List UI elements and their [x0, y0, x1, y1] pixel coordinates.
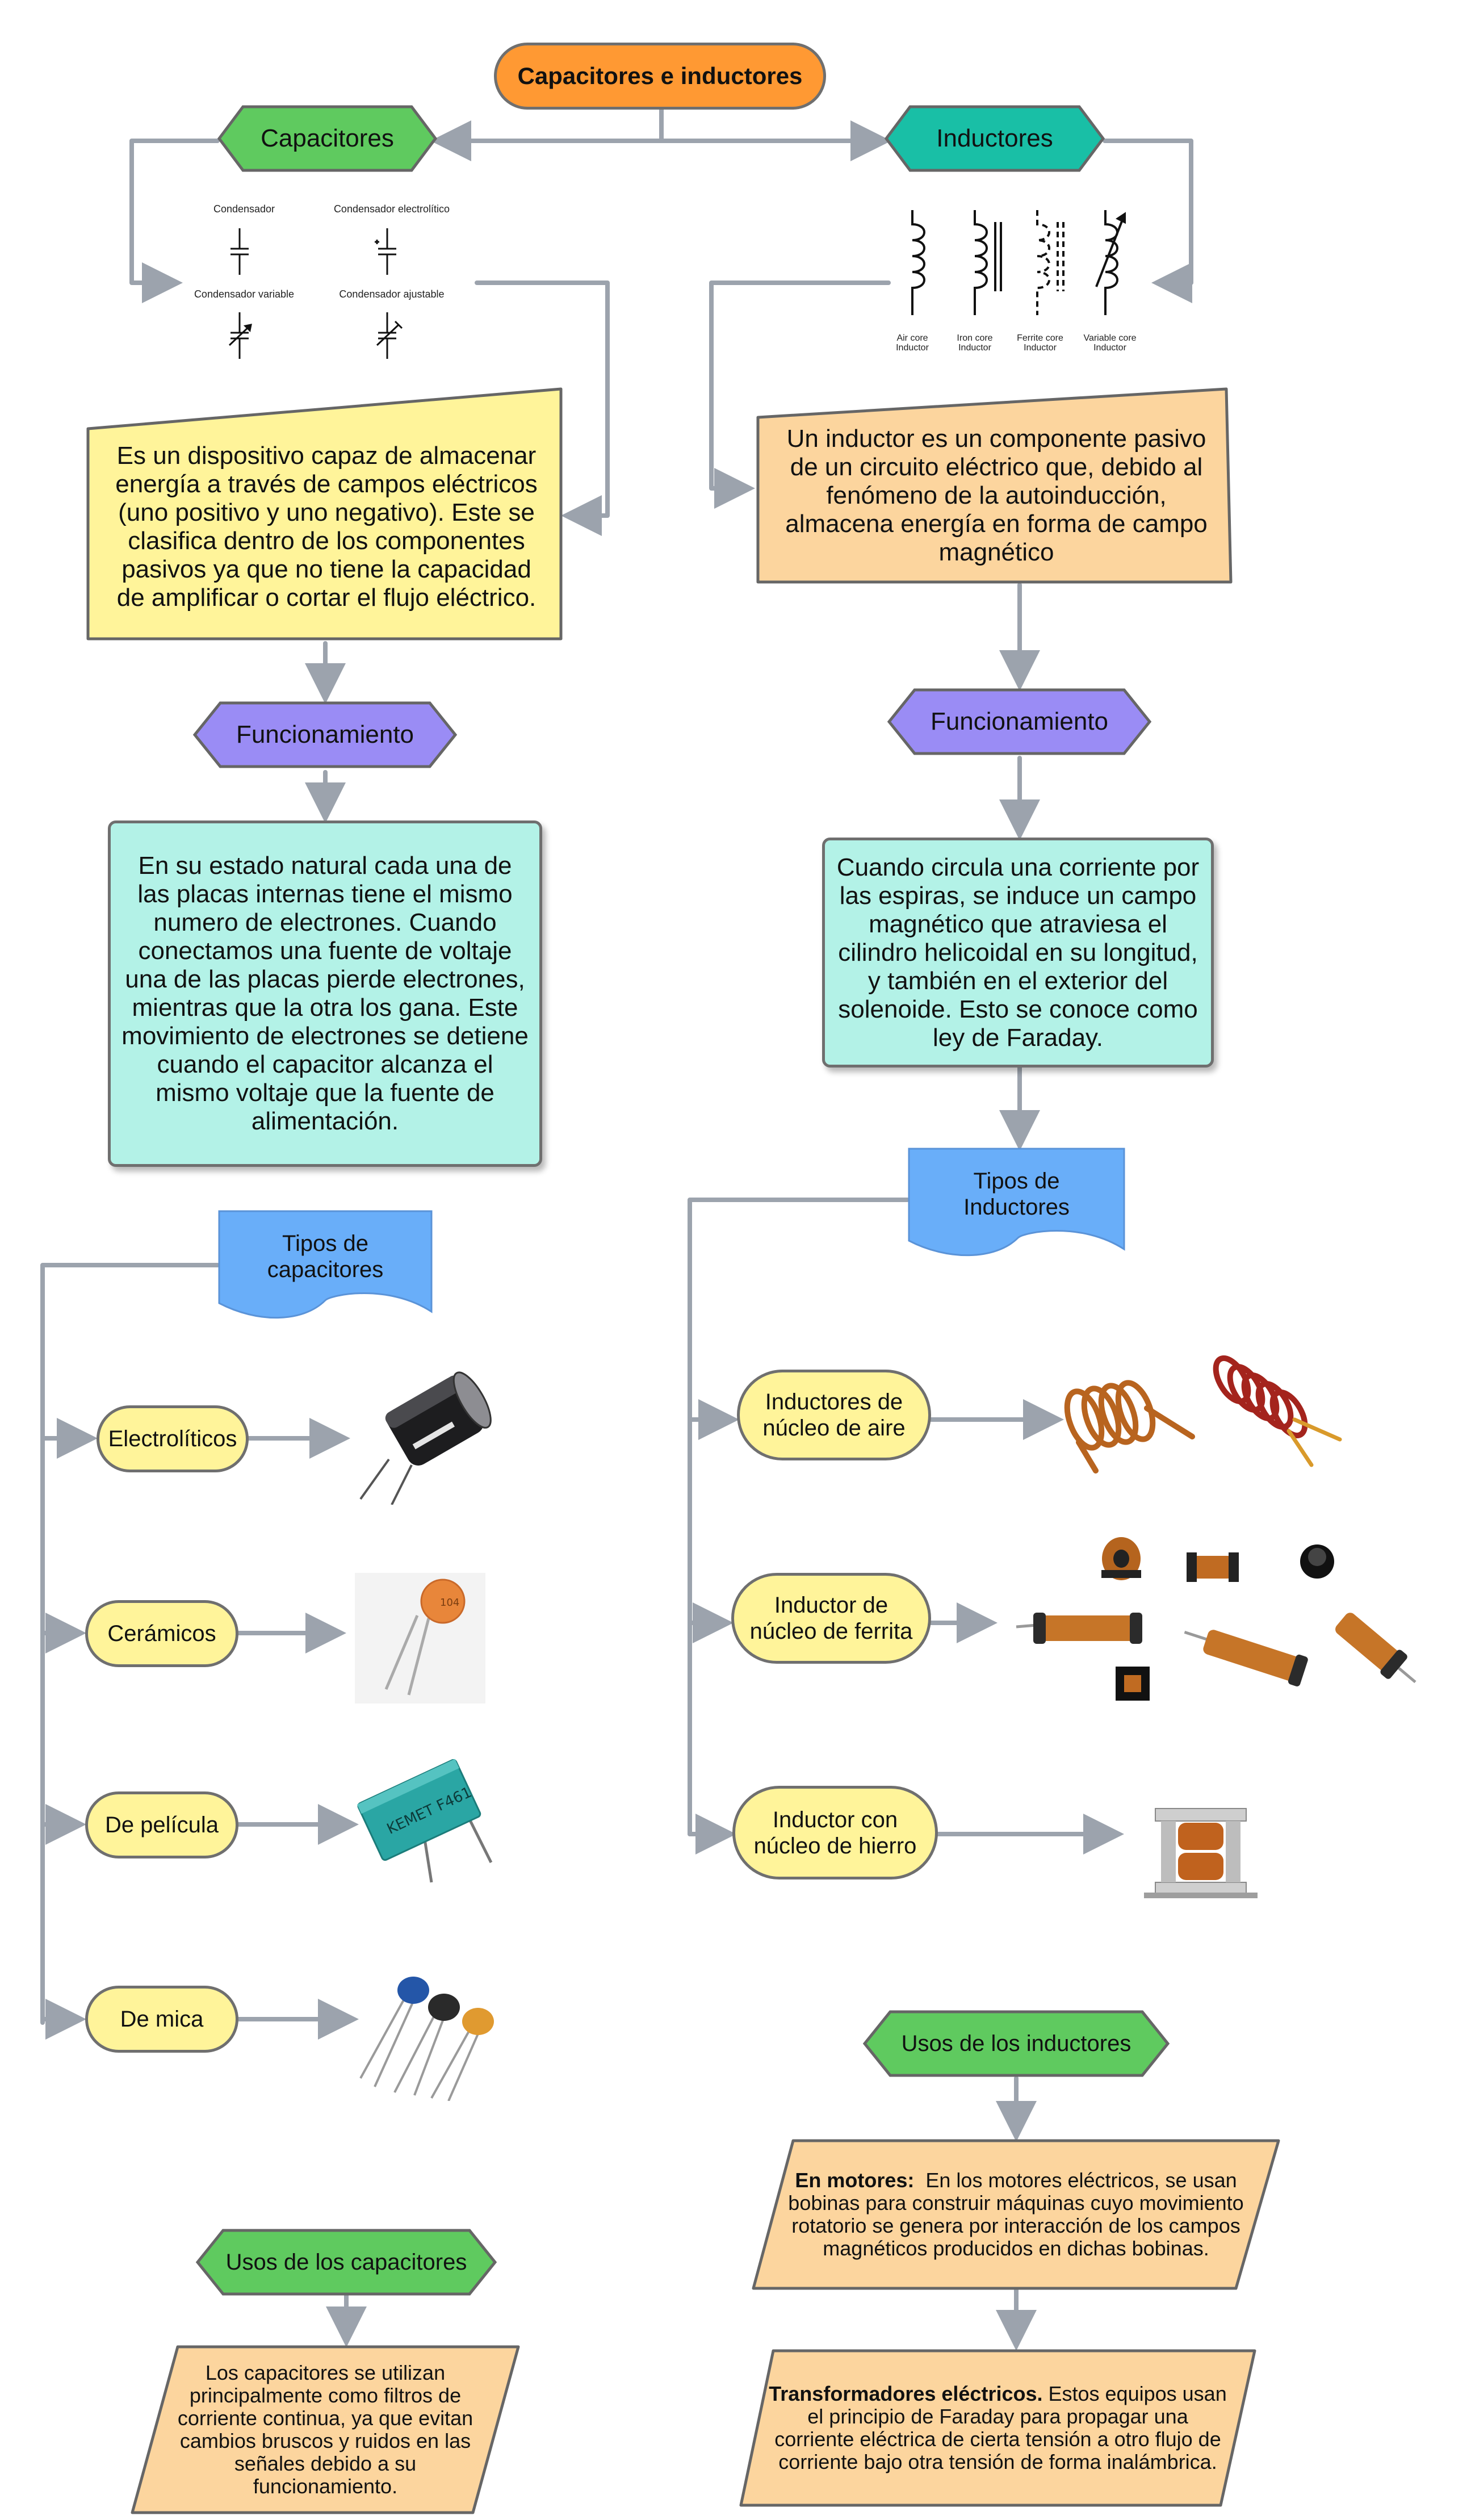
capacitors-types-label-text: Tipos de capacitores [267, 1230, 384, 1282]
inductors-header-label: Inductores [936, 124, 1053, 152]
svg-text:104: 104 [440, 1597, 459, 1609]
inductors-use-motors-text: En motores: En los motores eléctricos, s… [781, 2169, 1252, 2260]
inductors-function-label-text: Funcionamiento [930, 708, 1109, 735]
ferrite-inductor-item [1184, 1630, 1308, 1686]
film-capacitor-image: KEMET F461 [357, 1759, 493, 1883]
electrolytic-symbol-icon [375, 228, 396, 275]
use-transformers-title: Transformadores eléctricos. [769, 2382, 1043, 2405]
inductors-uses-label-text: Usos de los inductores [901, 2031, 1131, 2056]
inductors-uses-label: Usos de los inductores [862, 2010, 1170, 2077]
symbol-label-air: Air core Inductor [896, 333, 929, 353]
ferrite-inductor-item [1300, 1544, 1334, 1579]
inductor-type-label: Inductores de núcleo de aire [762, 1389, 906, 1441]
inductor-symbols: Air core Inductor Iron core Inductor Fer… [889, 202, 1155, 366]
iron-core-symbol-icon [974, 210, 1002, 315]
inductor-type-ferrite: Inductor de núcleo de ferrita [731, 1573, 931, 1664]
air-core-inductor-image [1064, 1355, 1342, 1474]
use-motors-desc: En los motores eléctricos, se usan bobin… [788, 2169, 1244, 2260]
use-transformers-desc: Estos equipos usan el principio de Farad… [774, 2382, 1227, 2473]
capacitor-type-ceramic: Cerámicos [85, 1600, 238, 1667]
capacitors-definition-text: Es un dispositivo capaz de almacenar ene… [115, 441, 538, 612]
capacitor-type-label: Cerámicos [107, 1621, 216, 1646]
symbol-label-ferrite: Ferrite core Inductor [1017, 333, 1063, 353]
capacitor-symbol-icons [228, 228, 403, 359]
symbol-label-variable: Condensador variable [194, 288, 295, 300]
capacitors-function-label: Funcionamiento [192, 701, 458, 768]
title-node: Capacitores e inductores [494, 43, 826, 110]
air-core-symbol-icon [911, 210, 925, 315]
capacitors-function-label-text: Funcionamiento [236, 721, 414, 748]
inductors-use-motors: En motores: En los motores eléctricos, s… [751, 2138, 1281, 2291]
capacitor-symbols: Condensador Condensador electrolítico Co… [176, 199, 483, 363]
capacitor-type-mica: De mica [85, 1986, 238, 2053]
inductors-function-text: Cuando circula una corriente por las esp… [836, 853, 1200, 1052]
ferrite-inductor-item [1116, 1667, 1150, 1701]
inductor-symbol-icons [911, 210, 1126, 315]
inductor-type-label: Inductor de núcleo de ferrita [749, 1593, 913, 1644]
inductors-header: Inductores [884, 105, 1105, 172]
page-title: Capacitores e inductores [517, 62, 803, 89]
capacitors-function-text: En su estado natural cada una de las pla… [121, 852, 529, 1135]
symbol-label-condensador: Condensador [213, 203, 275, 215]
use-motors-title: En motores: [795, 2169, 915, 2192]
inductors-types-label: Tipos de Inductores [907, 1147, 1126, 1258]
inductors-function: Cuando circula una corriente por las esp… [822, 838, 1214, 1068]
inductors-use-transformers: Transformadores eléctricos. Estos equipo… [738, 2348, 1258, 2508]
inductors-definition-text: Un inductor es un componente pasivo de u… [785, 424, 1208, 566]
inductors-function-label: Funcionamiento [887, 688, 1152, 755]
variable-core-symbol-icon [1095, 210, 1126, 315]
capacitors-types-label: Tipos de capacitores [217, 1209, 433, 1320]
trimmer-capacitor-symbol-icon [376, 312, 403, 359]
capacitor-type-film: De película [85, 1791, 238, 1858]
variable-capacitor-symbol-icon [228, 312, 252, 359]
ceramic-capacitor-image: 104 [355, 1573, 485, 1703]
inductor-type-label: Inductor con núcleo de hierro [753, 1807, 917, 1858]
symbol-label-iron: Iron core Inductor [957, 333, 993, 353]
capacitors-uses-label: Usos de los capacitores [195, 2229, 497, 2296]
ferrite-inductor-item [1016, 1613, 1142, 1644]
symbol-label-variable-core: Variable core Inductor [1083, 333, 1137, 353]
ferrite-inductor-item [1335, 1613, 1416, 1684]
ferrite-inductor-item [1101, 1537, 1141, 1580]
electrolytic-capacitor-image [359, 1371, 492, 1505]
ferrite-core-inductor-image [1016, 1537, 1416, 1701]
inductor-type-iron: Inductor con núcleo de hierro [732, 1786, 938, 1879]
capacitors-function: En su estado natural cada una de las pla… [108, 821, 542, 1167]
capacitors-uses: Los capacitores se utilizan principalmen… [129, 2344, 521, 2515]
capacitor-type-label: Electrolíticos [108, 1426, 237, 1451]
symbol-label-electrolitico: Condensador electrolítico [333, 203, 450, 215]
symbol-label-ajustable: Condensador ajustable [339, 288, 445, 300]
inductors-types-label-text: Tipos de Inductores [963, 1168, 1070, 1220]
capacitors-header: Capacitores [217, 105, 438, 172]
capacitors-header-label: Capacitores [261, 124, 394, 152]
capacitor-type-label: De película [104, 1812, 219, 1837]
inductors-definition: Un inductor es un componente pasivo de u… [755, 386, 1238, 588]
capacitors-uses-text: Los capacitores se utilizan principalmen… [177, 2361, 473, 2498]
ferrite-inductor-item [1187, 1552, 1239, 1582]
inductor-type-air: Inductores de núcleo de aire [737, 1370, 931, 1460]
mica-capacitor-image [359, 1977, 494, 2101]
capacitors-definition: Es un dispositivo capaz de almacenar ene… [85, 386, 568, 644]
capacitor-symbol-icon [231, 228, 249, 275]
capacitor-type-electrolytic: Electrolíticos [97, 1405, 249, 1472]
ferrite-core-symbol-icon [1036, 210, 1065, 315]
iron-core-inductor-image [1144, 1808, 1258, 1898]
capacitor-type-label: De mica [120, 2007, 204, 2032]
capacitors-uses-label-text: Usos de los capacitores [225, 2250, 467, 2275]
inductors-use-transformers-text: Transformadores eléctricos. Estos equipo… [765, 2383, 1231, 2473]
